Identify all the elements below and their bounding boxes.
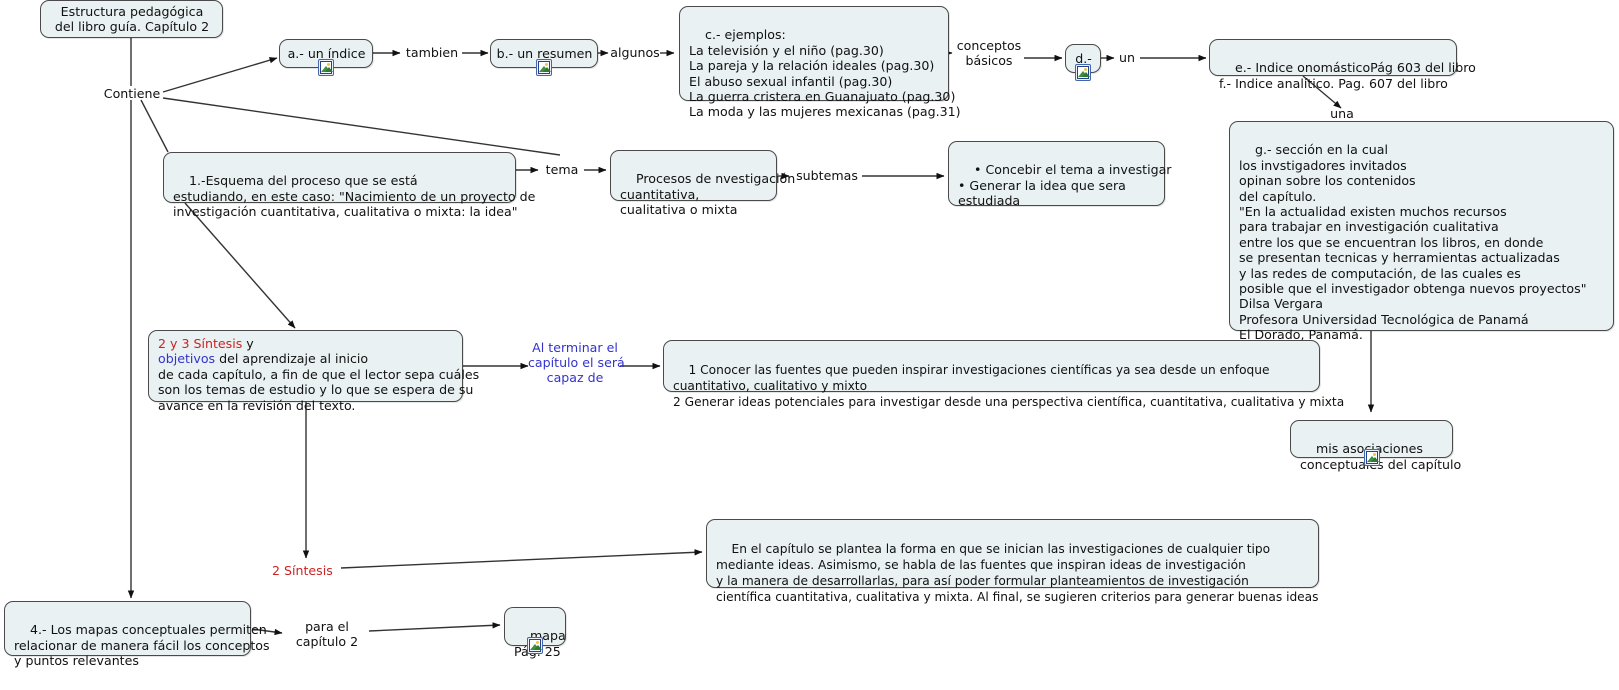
sintesis-rest: del aprendizaje al inicio de cada capítu…: [158, 351, 480, 413]
sintesis-word: Síntesis: [193, 336, 243, 351]
edge-label-al-terminar: Al terminar el capítulo el será capaz de: [528, 340, 625, 386]
edge-label-un: un: [1119, 50, 1135, 65]
node-indice[interactable]: a.- un índice: [279, 39, 373, 76]
node-bullets-label: • Concebir el tema a investigar • Genera…: [958, 162, 1172, 209]
picture-icon[interactable]: [318, 59, 334, 76]
node-capaz-list[interactable]: 1 Conocer las fuentes que pueden inspira…: [663, 340, 1344, 409]
node-mapa-pagina[interactable]: mapa Pág. 25: [504, 607, 566, 659]
node-resumen-capitulo[interactable]: En el capítulo se plantea la forma en qu…: [706, 519, 1319, 604]
node-mapas-label: 4.- Los mapas conceptuales permiten rela…: [14, 622, 270, 669]
node-resumen[interactable]: b.- un resumen: [490, 39, 598, 76]
node-root-label: Estructura pedagógica del libro guía. Ca…: [54, 3, 210, 34]
node-ejemplos[interactable]: c.- ejemplos: La televisión y el niño (p…: [679, 6, 961, 119]
picture-icon[interactable]: [1363, 449, 1380, 466]
picture-icon[interactable]: [536, 59, 552, 76]
node-esquema-label: 1.-Esquema del proceso que se está estud…: [173, 173, 536, 220]
node-sintesis-objetivos[interactable]: 2 y 3 Síntesis y objetivos del aprendiza…: [148, 330, 479, 413]
node-bullets[interactable]: • Concebir el tema a investigar • Genera…: [948, 141, 1172, 208]
edge-label-tambien: tambien: [405, 45, 459, 60]
node-resumen-capitulo-label: En el capítulo se plantea la forma en qu…: [716, 542, 1319, 604]
node-mapas[interactable]: 4.- Los mapas conceptuales permiten rela…: [4, 601, 270, 668]
edge-label-contiene: Contiene: [103, 86, 161, 101]
node-root[interactable]: Estructura pedagógica del libro guía. Ca…: [40, 0, 223, 38]
edge-label-una: una: [1330, 106, 1354, 121]
node-indice-label: a.- un índice: [287, 45, 366, 61]
node-resumen-label: b.- un resumen: [496, 45, 593, 61]
node-ejemplos-label: c.- ejemplos: La televisión y el niño (p…: [689, 27, 961, 120]
node-indices-label: e.- Indice onomásticoPág 603 del libro f…: [1219, 60, 1476, 91]
edge-label-subtemas: subtemas: [796, 168, 858, 183]
node-asociaciones[interactable]: mis asociaciones conceptuales del capítu…: [1290, 420, 1461, 472]
edge-label-para-el-capitulo: para el capítulo 2: [295, 619, 359, 650]
picture-icon[interactable]: [527, 637, 543, 654]
node-d-label: d.-: [1075, 50, 1092, 66]
sintesis-conj: y: [242, 336, 254, 351]
node-procesos-label: Procesos de nvestigación cuantitativa, c…: [620, 171, 796, 218]
node-esquema[interactable]: 1.-Esquema del proceso que se está estud…: [163, 152, 535, 219]
edge-label-conceptos-basicos: conceptos básicos: [956, 38, 1022, 69]
node-seccion[interactable]: g.- sección en la cual los invstigadores…: [1229, 121, 1614, 342]
edge-label-tema: tema: [545, 162, 579, 177]
sintesis-number: 2 y 3: [158, 336, 190, 351]
node-procesos[interactable]: Procesos de nvestigación cuantitativa, c…: [610, 150, 795, 217]
objetivos-word: objetivos: [158, 351, 216, 367]
node-d[interactable]: d.-: [1065, 44, 1101, 81]
node-asociaciones-label: mis asociaciones conceptuales del capítu…: [1300, 441, 1462, 472]
edge-label-dos-sintesis: 2 Síntesis: [272, 563, 333, 578]
node-capaz-list-label: 1 Conocer las fuentes que pueden inspira…: [673, 363, 1345, 409]
node-indices[interactable]: e.- Indice onomásticoPág 603 del libro f…: [1209, 39, 1476, 91]
edge-label-algunos: algunos: [610, 45, 660, 60]
picture-icon[interactable]: [1075, 64, 1091, 81]
node-seccion-label: g.- sección en la cual los invstigadores…: [1239, 142, 1587, 343]
